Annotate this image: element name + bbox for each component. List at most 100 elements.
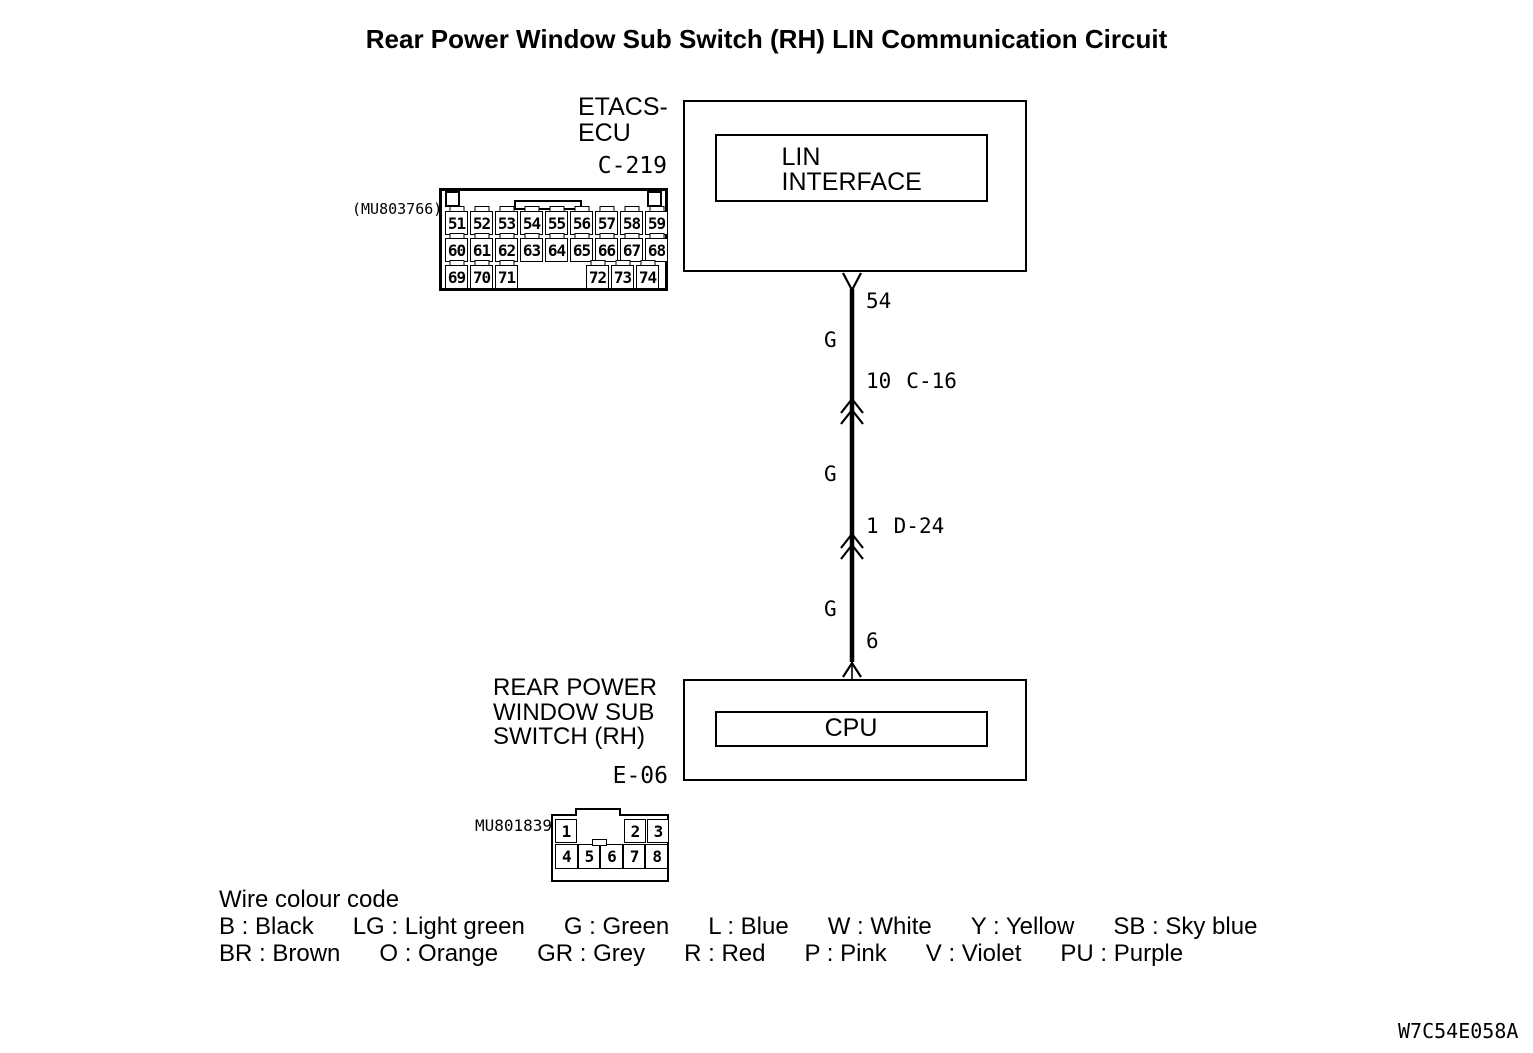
junction-d24-label: 1 D-24: [866, 516, 944, 537]
pin-cell: 56: [570, 211, 593, 235]
pin-cell: 52: [470, 211, 493, 235]
pin-cell: 2: [624, 819, 646, 843]
pin-cell: 64: [545, 238, 568, 262]
pin6-chevron-outer: [842, 660, 862, 678]
pin-cell: 74: [636, 265, 659, 289]
junction-c16-label: 10 C-16: [866, 371, 957, 392]
pin-cell: 53: [495, 211, 518, 235]
pin54-fork-symbol: [842, 272, 862, 291]
junction-connector: D-24: [893, 514, 945, 538]
connector-tab: [514, 200, 582, 210]
junction-pin: 1: [866, 514, 879, 538]
legend-entry: V : Violet: [925, 940, 1022, 967]
pin-cell: 72: [586, 265, 609, 289]
legend-title: Wire colour code: [219, 886, 400, 913]
legend-entry: R : Red: [684, 940, 766, 967]
ecu-name-line1: ETACS-: [578, 93, 668, 121]
legend-entry: GR : Grey: [537, 940, 646, 967]
lin-interface-line1: LIN: [781, 142, 821, 171]
wire-colour-legend: Wire colour code B : Black LG : Light gre…: [219, 886, 1257, 967]
connector-tab: [445, 191, 460, 207]
legend-entry: O : Orange: [379, 940, 499, 967]
lin-interface-block: LIN INTERFACE: [714, 133, 988, 202]
legend-entry: G : Green: [563, 913, 670, 940]
switch-name-line3: SWITCH (RH): [493, 723, 645, 751]
wire-pin-54-label: 54: [866, 289, 892, 313]
pin-cell: 54: [520, 211, 543, 235]
cpu-block: CPU: [714, 710, 988, 747]
legend-entry: Y : Yellow: [970, 913, 1075, 940]
switch-name-line2: WINDOW SUB: [493, 698, 655, 726]
pin-cell: 55: [545, 211, 568, 235]
pin-cell: 63: [520, 238, 543, 262]
wire-colour-label: G: [824, 328, 837, 352]
pin-cell: 69: [445, 265, 468, 289]
pin-cell: 7: [622, 844, 646, 869]
diagram-title: Rear Power Window Sub Switch (RH) LIN Co…: [365, 24, 1168, 54]
wire-colour-label: G: [824, 597, 837, 621]
junction-connector: C-16: [906, 369, 957, 393]
legend-entry: B : Black: [219, 913, 314, 940]
legend-entry: W : White: [827, 913, 932, 940]
legend-entry: L : Blue: [708, 913, 789, 940]
legend-row: BR : Brown O : Orange GR : Grey R : Red P : …: [219, 940, 1257, 967]
pin-cell: 61: [470, 238, 493, 262]
pin-row-gap: [520, 265, 584, 289]
pin-cell: 59: [645, 211, 668, 235]
pin-cell: 57: [595, 211, 618, 235]
pin-cell: 58: [620, 211, 643, 235]
pin-cell: 5: [577, 844, 601, 869]
lin-interface-line2: INTERFACE: [781, 167, 922, 196]
legend-entry: P : Pink: [804, 940, 887, 967]
switch-connector-code: E-06: [612, 763, 668, 789]
pin-cell: 4: [555, 844, 578, 869]
pin-cell: 70: [470, 265, 493, 289]
wire-pin-6-label: 6: [866, 629, 879, 653]
c16-junction-symbol: [840, 397, 864, 425]
ecu-name-label: ETACS- ECU: [578, 94, 668, 146]
legend-entry: BR : Brown: [219, 940, 341, 967]
ecu-name-line2: ECU: [578, 119, 631, 147]
legend-row: B : Black LG : Light green G : Green L : Bl…: [219, 913, 1257, 940]
pin-cell: 67: [620, 238, 643, 262]
pin-cell: 3: [647, 819, 669, 843]
switch-name-line1: REAR POWER: [493, 674, 658, 701]
pin-cell: 73: [611, 265, 634, 289]
pin-cell: 71: [495, 265, 518, 289]
pin-cell: 51: [445, 211, 468, 235]
wire-colour-label: G: [824, 462, 837, 486]
legend-entry: SB : Sky blue: [1113, 913, 1258, 940]
pin-cell: 1: [555, 819, 577, 843]
pin-cell: 8: [645, 844, 668, 869]
junction-pin: 10: [866, 369, 892, 393]
legend-entry: LG : Light green: [352, 913, 525, 940]
figure-code: W7C54E058A: [1398, 1019, 1519, 1043]
pin-cell: 66: [595, 238, 618, 262]
pin-cell: 6: [600, 844, 623, 869]
connector-tab: [575, 808, 621, 816]
pin-group: 1: [555, 819, 577, 843]
ecu-connector-code: C-219: [597, 153, 667, 179]
switch-name-label: REAR POWER WINDOW SUB SWITCH (RH): [493, 674, 658, 751]
pin-cell: 62: [495, 238, 518, 262]
ecu-box: LIN INTERFACE: [683, 100, 1027, 272]
legend-entry: PU : Purple: [1060, 940, 1184, 967]
switch-box: CPU: [683, 679, 1027, 781]
ecu-connector-part-number: (MU803766): [352, 200, 443, 218]
pin-cell: 60: [445, 238, 468, 262]
pin-cell: 68: [645, 238, 668, 262]
connector-notch: [592, 839, 607, 846]
connector-tab: [647, 191, 662, 207]
d24-junction-symbol: [840, 532, 864, 560]
switch-connector-part-number: MU801839: [475, 816, 553, 835]
